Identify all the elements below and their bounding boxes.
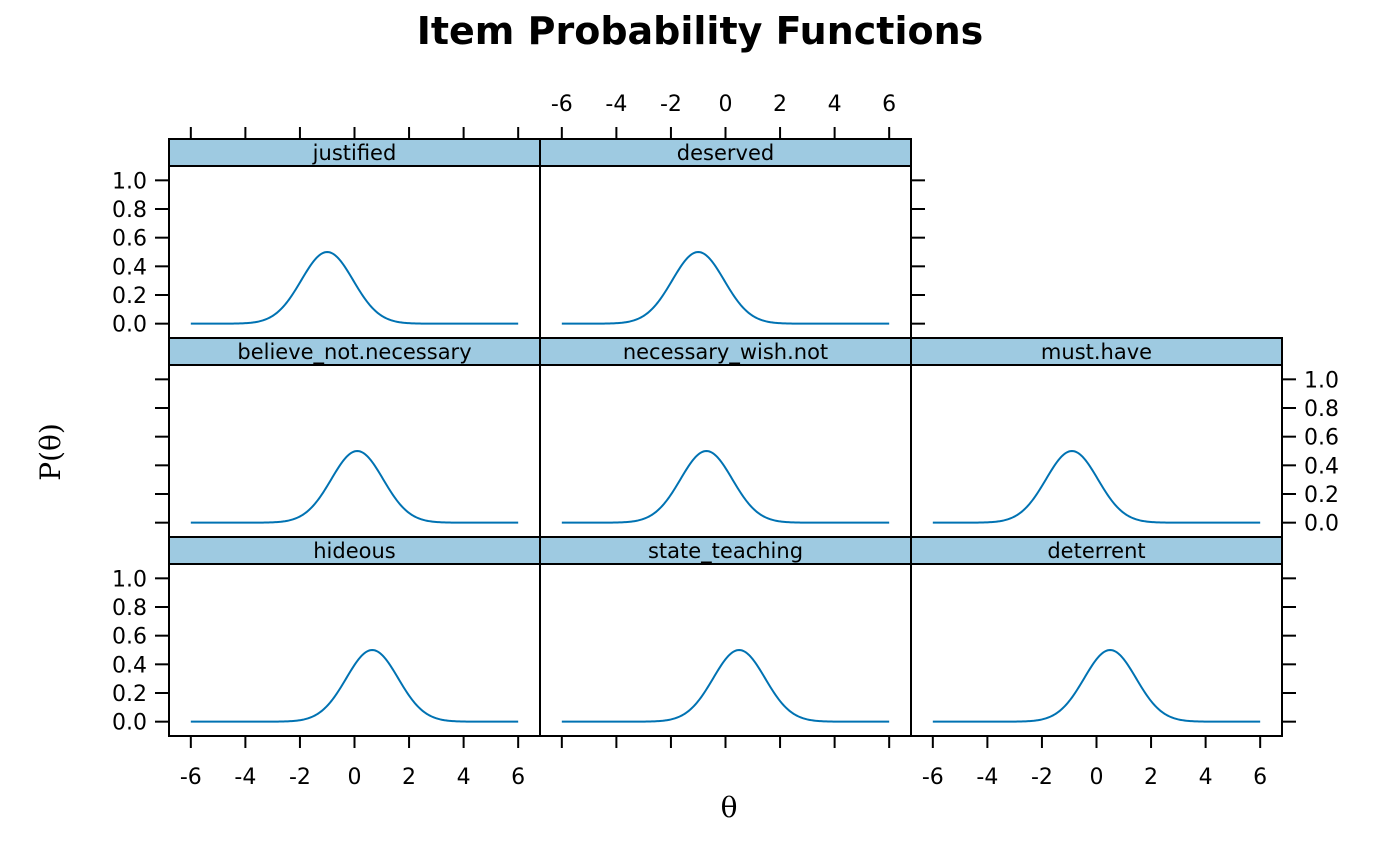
- x-tick-label: 6: [882, 92, 896, 117]
- strip-label: necessary_wish.not: [623, 340, 828, 365]
- strip-label: justified: [312, 141, 397, 165]
- probability-curve: [190, 449, 519, 524]
- strip-label: deserved: [677, 141, 774, 165]
- panel-hideous: hideous: [168, 536, 541, 737]
- y-tick-label: 1.0: [1304, 368, 1339, 393]
- y-tick-label: 0.2: [1304, 483, 1339, 508]
- panel-frame: [539, 364, 912, 538]
- strip-label: hideous: [313, 539, 396, 563]
- chart-title: Item Probability Functions: [417, 9, 984, 53]
- axes-group: -6 -4 -2 0 2 4 6 -6 -4 -2 0 2 4 6 -6 -4 -2 0 2 4 6 0.0 0.2 0.4 0…: [112, 92, 1339, 790]
- panel-state-teaching: state_teaching: [539, 536, 912, 737]
- strip-label: believe_not.necessary: [237, 340, 471, 365]
- y-tick-label: 1.0: [112, 567, 147, 592]
- x-tick-label: -6: [922, 765, 944, 790]
- panel-frame: [910, 364, 1283, 538]
- x-tick-label: 6: [1253, 765, 1267, 790]
- x-tick-label: 4: [828, 92, 842, 117]
- y-tick-label: 0.8: [112, 198, 147, 223]
- y-tick-label: 0.4: [112, 255, 147, 280]
- y-tick-label: 0.6: [112, 625, 147, 650]
- x-tick-label: -4: [976, 765, 998, 790]
- y-tick-label: 0.0: [1304, 512, 1339, 537]
- y-tick-label: 0.6: [112, 227, 147, 252]
- y-tick-label: 0.4: [1304, 454, 1339, 479]
- probability-curve: [561, 250, 890, 325]
- x-tick-label: -2: [289, 765, 311, 790]
- x-tick-label: -6: [180, 765, 202, 790]
- panel-deserved: deserved: [539, 138, 912, 339]
- x-tick-label: 0: [719, 92, 733, 117]
- x-tick-label: 0: [348, 765, 362, 790]
- strip-label: deterrent: [1047, 539, 1145, 563]
- panel-believe-not-necessary: believe_not.necessary: [168, 337, 541, 538]
- probability-curve: [932, 449, 1261, 524]
- strip-background: [539, 337, 912, 366]
- panel-deterrent: deterrent: [910, 536, 1283, 737]
- panel-frame: [168, 563, 541, 737]
- panel-justified: justified: [168, 138, 541, 339]
- x-tick-label: -2: [1031, 765, 1053, 790]
- y-tick-label: 0.8: [1304, 397, 1339, 422]
- y-tick-label: 0.4: [112, 653, 147, 678]
- y-tick-label: 0.6: [1304, 426, 1339, 451]
- probability-curve: [190, 648, 519, 723]
- strip-background: [910, 536, 1283, 565]
- probability-curve: [932, 648, 1261, 723]
- panel-frame: [168, 165, 541, 339]
- y-tick-label: 0.2: [112, 682, 147, 707]
- y-tick-label: 0.0: [112, 711, 147, 736]
- x-tick-label: 6: [511, 765, 525, 790]
- x-tick-label: 4: [457, 765, 471, 790]
- x-tick-label: -2: [660, 92, 682, 117]
- x-tick-label: -4: [605, 92, 627, 117]
- x-tick-label: -6: [551, 92, 573, 117]
- y-tick-label: 0.8: [112, 596, 147, 621]
- probability-curve: [561, 449, 890, 524]
- y-tick-label: 1.0: [112, 169, 147, 194]
- panel-frame: [539, 165, 912, 339]
- y-axis-title: P(θ): [34, 423, 67, 481]
- strip-background: [539, 536, 912, 565]
- x-tick-label: -4: [234, 765, 256, 790]
- y-tick-label: 0.0: [112, 313, 147, 338]
- y-tick-label: 0.2: [112, 284, 147, 309]
- panel-frame: [539, 563, 912, 737]
- strip-label: state_teaching: [648, 539, 803, 564]
- x-tick-label: 2: [773, 92, 787, 117]
- probability-curve: [190, 250, 519, 325]
- x-tick-label: 2: [402, 765, 416, 790]
- x-axis-title: θ: [721, 791, 738, 824]
- strip-background: [168, 536, 541, 565]
- panel-frame: [910, 563, 1283, 737]
- panel-necessary-wish-not: necessary_wish.not: [539, 337, 912, 538]
- panel-must-have: must.have: [910, 337, 1283, 538]
- x-tick-label: 2: [1144, 765, 1158, 790]
- probability-curve: [561, 648, 890, 723]
- strip-label: must.have: [1041, 340, 1152, 364]
- x-tick-label: 0: [1090, 765, 1104, 790]
- x-tick-label: 4: [1199, 765, 1213, 790]
- panels-group: justified deserved believe_not.necessary ne…: [168, 138, 1283, 737]
